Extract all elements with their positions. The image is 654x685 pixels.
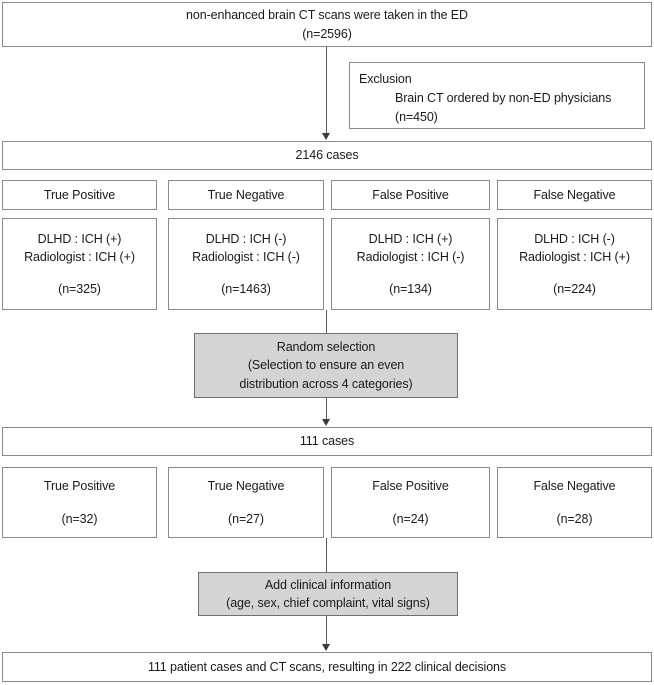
connector-clinical-to-final	[326, 616, 327, 646]
selected-category-fp: False Positive (n=24)	[331, 467, 490, 538]
connector-top-to-total	[326, 47, 327, 135]
category-label-text: False Positive	[372, 187, 449, 202]
arrow-top-to-total	[322, 133, 330, 140]
category-detail-fn: DLHD : ICH (-) Radiologist : ICH (+) (n=…	[497, 218, 652, 310]
category-dlhd: DLHD : ICH (+)	[368, 231, 453, 246]
selected-category-label: False Negative	[533, 479, 616, 494]
total-cases-label: 2146 cases	[295, 148, 359, 163]
top-cohort-title: non-enhanced brain CT scans were taken i…	[186, 8, 468, 23]
clinical-info-detail: (age, sex, chief complaint, vital signs)	[226, 596, 430, 610]
category-label-text: False Negative	[533, 187, 616, 202]
clinical-info-box: Add clinical information (age, sex, chie…	[198, 572, 458, 616]
connector-categories-to-random	[326, 310, 327, 334]
selected-category-tp: True Positive (n=32)	[2, 467, 157, 538]
clinical-info-title: Add clinical information	[264, 577, 392, 592]
category-label-text: True Negative	[207, 187, 285, 202]
category-detail-tn: DLHD : ICH (-) Radiologist : ICH (-) (n=…	[168, 218, 324, 310]
category-count: (n=325)	[58, 282, 101, 297]
category-radiologist: Radiologist : ICH (-)	[356, 249, 465, 264]
total-cases-box: 2146 cases	[2, 141, 652, 170]
category-dlhd: DLHD : ICH (-)	[205, 231, 287, 246]
category-radiologist: Radiologist : ICH (+)	[519, 249, 630, 264]
connector-random-to-selected	[326, 398, 327, 421]
arrow-random-to-selected	[322, 419, 330, 426]
category-radiologist: Radiologist : ICH (-)	[192, 249, 300, 264]
category-detail-fp: DLHD : ICH (+) Radiologist : ICH (-) (n=…	[331, 218, 490, 310]
selected-cases-box: 111 cases	[2, 427, 652, 456]
category-dlhd: DLHD : ICH (-)	[534, 231, 615, 246]
selected-category-count: (n=28)	[556, 511, 593, 526]
category-radiologist: Radiologist : ICH (+)	[24, 249, 135, 264]
selected-category-label: True Positive	[43, 479, 116, 494]
category-detail-tp: DLHD : ICH (+) Radiologist : ICH (+) (n=…	[2, 218, 157, 310]
selected-category-count: (n=27)	[228, 511, 264, 526]
exclusion-reason: Brain CT ordered by non-ED physicians	[395, 90, 612, 105]
category-count: (n=134)	[389, 282, 432, 297]
top-cohort-box: non-enhanced brain CT scans were taken i…	[2, 2, 652, 47]
random-selection-box: Random selection (Selection to ensure an…	[194, 333, 458, 398]
arrow-clinical-to-final	[322, 644, 330, 651]
selected-category-label: False Positive	[372, 479, 449, 494]
random-selection-detail-1: (Selection to ensure an even	[247, 358, 405, 373]
final-outcome-label: 111 patient cases and CT scans, resultin…	[147, 659, 507, 674]
category-label-tn: True Negative	[168, 180, 324, 210]
random-selection-title: Random selection	[276, 340, 376, 355]
random-selection-detail-2: distribution across 4 categories)	[239, 376, 413, 391]
selected-category-count: (n=24)	[392, 511, 429, 526]
exclusion-count: (n=450)	[395, 109, 438, 124]
top-cohort-count: (n=2596)	[302, 26, 352, 41]
category-count: (n=224)	[553, 282, 596, 297]
selected-category-tn: True Negative (n=27)	[168, 467, 324, 538]
category-count: (n=1463)	[221, 282, 271, 297]
category-label-tp: True Positive	[2, 180, 157, 210]
category-dlhd: DLHD : ICH (+)	[37, 231, 122, 246]
exclusion-box: Exclusion Brain CT ordered by non-ED phy…	[349, 62, 645, 129]
selected-category-fn: False Negative (n=28)	[497, 467, 652, 538]
selected-category-count: (n=32)	[61, 511, 98, 526]
connector-selected-to-clinical	[326, 538, 327, 572]
exclusion-title: Exclusion	[359, 72, 412, 86]
selected-cases-label: 111 cases	[299, 434, 355, 449]
category-label-fp: False Positive	[331, 180, 490, 210]
category-label-fn: False Negative	[497, 180, 652, 210]
selected-category-label: True Negative	[207, 479, 285, 494]
final-outcome-box: 111 patient cases and CT scans, resultin…	[2, 652, 652, 682]
category-label-text: True Positive	[43, 187, 116, 202]
